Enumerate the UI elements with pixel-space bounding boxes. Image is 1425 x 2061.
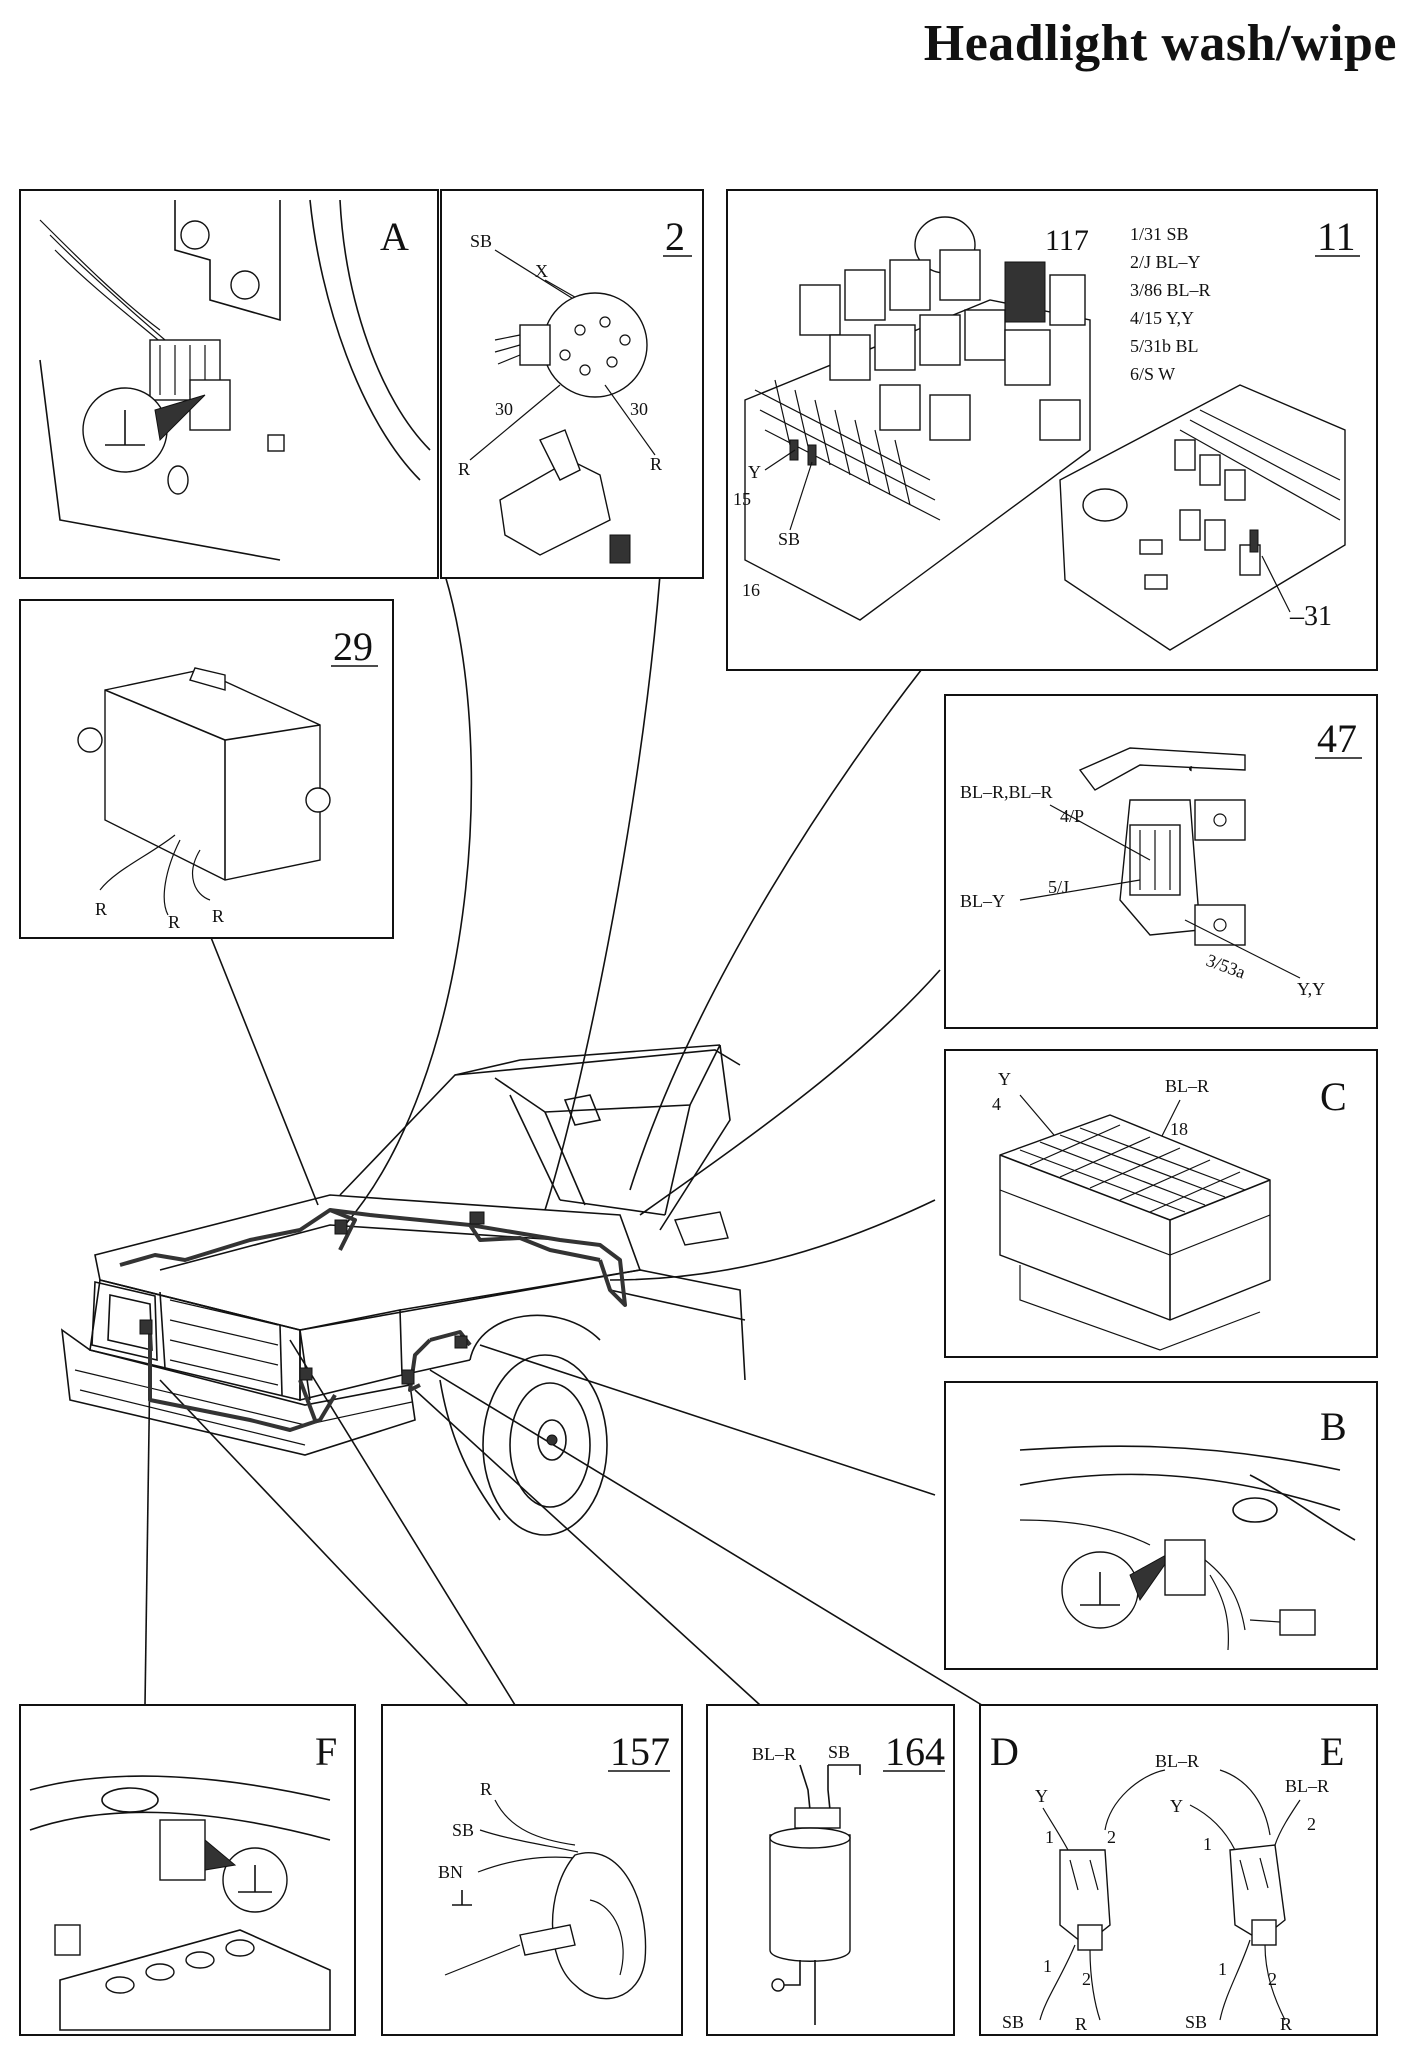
label-5j: 5/J xyxy=(1048,877,1069,897)
label-bl-r: BL–R,BL–R xyxy=(960,782,1053,802)
legend-line: 5/31b BL xyxy=(1130,336,1199,356)
label-2: 2 xyxy=(1107,1827,1116,1847)
label-sb: SB xyxy=(778,529,800,549)
label-30-left: 30 xyxy=(495,399,513,419)
label-y: Y xyxy=(998,1069,1011,1089)
panel-c-id: C xyxy=(1320,1074,1347,1119)
panel-b-id: B xyxy=(1320,1404,1347,1449)
label-1: 1 xyxy=(1043,1956,1052,1976)
label-bl-r: BL–R xyxy=(1165,1076,1209,1096)
panel-d-e: D E BL–R Y 1 2 1 2 SB R Y BL–R 1 2 1 2 S… xyxy=(979,1704,1378,2036)
panel-f: F xyxy=(19,1704,356,2036)
panel-164-id: 164 xyxy=(885,1729,945,1774)
panel-e-id: E xyxy=(1320,1729,1344,1774)
panel-157-id: 157 xyxy=(610,1729,670,1774)
legend-line: 6/S W xyxy=(1130,364,1175,384)
label-r: R xyxy=(168,912,180,932)
label-bn: BN xyxy=(438,1862,463,1882)
label-sb: SB xyxy=(452,1820,474,1840)
label-y: Y xyxy=(1170,1796,1183,1816)
panel-2: 2 SB X 30 30 R R xyxy=(440,189,704,579)
label-4: 4 xyxy=(992,1094,1001,1114)
label-r-left: R xyxy=(458,459,470,479)
panel-11: 11 117 1/31 SB 2/J BL–Y 3/86 BL–R 4/15 Y… xyxy=(726,189,1378,671)
label-30-right: 30 xyxy=(630,399,648,419)
legend-line: 1/31 SB xyxy=(1130,224,1189,244)
panel-f-id: F xyxy=(315,1729,337,1774)
label-y-y: Y,Y xyxy=(1297,979,1325,999)
label-r: R xyxy=(1075,2014,1087,2034)
label-x: X xyxy=(535,261,548,281)
label-sb: SB xyxy=(828,1742,850,1762)
label-2: 2 xyxy=(1268,1969,1277,1989)
panel-11-id: 11 xyxy=(1317,214,1356,259)
label-2: 2 xyxy=(1082,1969,1091,1989)
panel-2-id: 2 xyxy=(665,214,685,259)
panel-29: 29 R R R xyxy=(19,599,394,939)
label-r: R xyxy=(480,1779,492,1799)
label-sb: SB xyxy=(1185,2012,1207,2032)
label-r: R xyxy=(1280,2014,1292,2034)
label-sb: SB xyxy=(470,231,492,251)
fuse-legend: 1/31 SB 2/J BL–Y 3/86 BL–R 4/15 Y,Y 5/31… xyxy=(1130,224,1211,384)
panel-29-id: 29 xyxy=(333,624,373,669)
label-minus-31: –31 xyxy=(1289,601,1332,632)
label-4p: 4/P xyxy=(1060,806,1084,826)
label-r: R xyxy=(95,899,107,919)
label-18: 18 xyxy=(1170,1119,1188,1139)
label-r: R xyxy=(212,906,224,926)
page-title: Headlight wash/wipe xyxy=(923,15,1397,72)
legend-line: 4/15 Y,Y xyxy=(1130,308,1194,328)
wiper-symbol: ◐ xyxy=(1188,761,1195,775)
label-y: Y xyxy=(1035,1786,1048,1806)
legend-line: 3/86 BL–R xyxy=(1130,280,1211,300)
panel-a-id: A xyxy=(380,214,409,259)
label-1: 1 xyxy=(1045,1827,1054,1847)
label-bl-y: BL–Y xyxy=(960,891,1005,911)
label-bl-r: BL–R xyxy=(752,1744,796,1764)
panel-b: B xyxy=(944,1381,1378,1670)
relay-117-label: 117 xyxy=(1045,224,1089,257)
panel-47: 47 ◐ BL–R,BL–R 4/P 5/J BL–Y 3/53a Y,Y xyxy=(944,694,1378,1029)
panel-d-id: D xyxy=(990,1729,1019,1774)
label-bl-r: BL–R xyxy=(1155,1751,1199,1771)
legend-line: 2/J BL–Y xyxy=(1130,252,1201,272)
label-15: 15 xyxy=(733,489,751,509)
label-y: Y xyxy=(748,462,761,482)
label-2: 2 xyxy=(1307,1814,1316,1834)
label-1: 1 xyxy=(1218,1959,1227,1979)
label-1: 1 xyxy=(1203,1834,1212,1854)
label-r-right: R xyxy=(650,454,662,474)
panel-164: 164 BL–R SB xyxy=(706,1704,955,2036)
panel-a: A xyxy=(19,189,439,579)
label-16: 16 xyxy=(742,580,760,600)
car-illustration xyxy=(61,1044,746,1536)
label-bl-r: BL–R xyxy=(1285,1776,1329,1796)
label-sb: SB xyxy=(1002,2012,1024,2032)
panel-157: 157 R SB BN xyxy=(381,1704,683,2036)
panel-c: C Y 4 BL–R 18 xyxy=(944,1049,1378,1358)
panel-47-id: 47 xyxy=(1317,716,1357,761)
